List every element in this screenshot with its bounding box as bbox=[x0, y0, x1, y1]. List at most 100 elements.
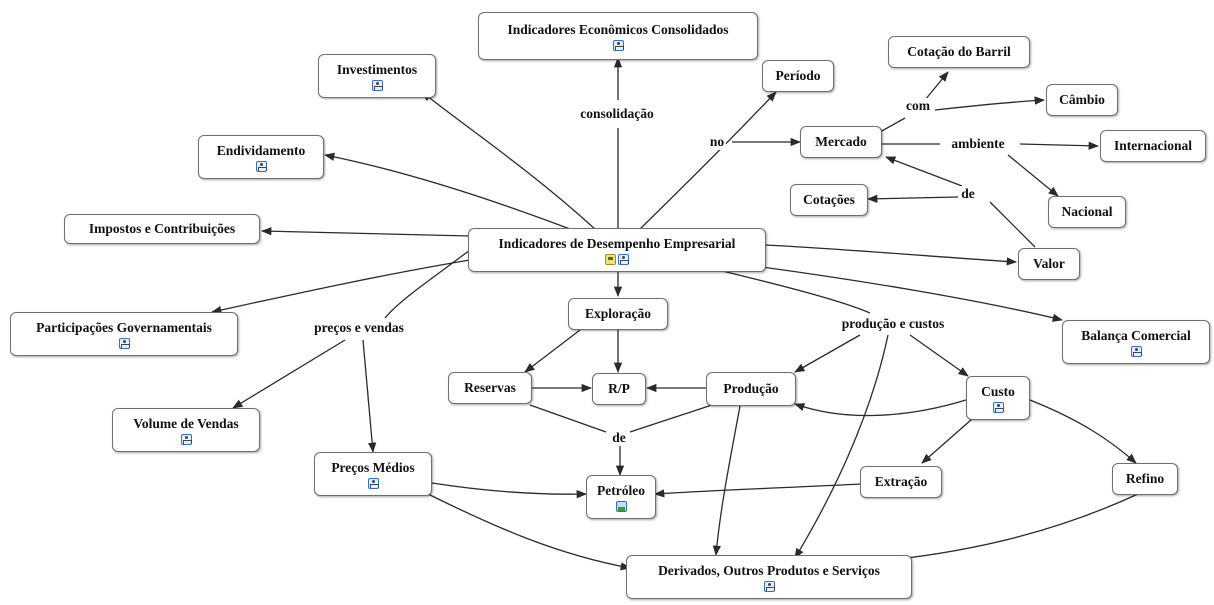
edge-com-cotacao bbox=[924, 71, 949, 101]
node-precos-medios[interactable]: Preços Médios bbox=[314, 452, 432, 496]
node-internacional[interactable]: Internacional bbox=[1100, 130, 1206, 162]
node-volume-vendas[interactable]: Volume de Vendas bbox=[112, 408, 260, 452]
node-label: Período bbox=[775, 68, 821, 83]
node-label: Produção bbox=[723, 381, 779, 396]
edge-exploracao-reservas bbox=[524, 329, 581, 373]
link-de-petroleo: de bbox=[610, 430, 628, 446]
node-label: Cotações bbox=[803, 192, 855, 207]
node-label: Preços Médios bbox=[331, 459, 415, 475]
node-periodo[interactable]: Período bbox=[762, 60, 834, 92]
node-label: Exploração bbox=[585, 306, 651, 321]
node-impostos[interactable]: Impostos e Contribuições bbox=[64, 214, 260, 244]
node-label: Valor bbox=[1033, 256, 1065, 271]
node-central[interactable]: Indicadores de Desempenho Empresarial bbox=[468, 228, 766, 272]
node-label: Volume de Vendas bbox=[133, 415, 239, 431]
node-rp[interactable]: R/P bbox=[592, 373, 646, 405]
edge-central-periodo bbox=[639, 91, 777, 230]
node-label: R/P bbox=[608, 381, 630, 396]
edge-mercado-com bbox=[879, 117, 906, 133]
node-petroleo[interactable]: Petróleo bbox=[586, 475, 656, 519]
node-indicadores-consolidados[interactable]: Indicadores Econômicos Consolidados bbox=[478, 12, 758, 60]
node-refino[interactable]: Refino bbox=[1112, 463, 1178, 495]
node-label: Internacional bbox=[1113, 138, 1192, 153]
edge-de-cotacoes bbox=[866, 194, 959, 203]
concept-map-resource-icon[interactable] bbox=[763, 580, 775, 592]
edge-custo-extracao bbox=[921, 411, 981, 464]
node-label: Derivados, Outros Produtos e Serviços bbox=[658, 562, 880, 578]
link-de-valor: de bbox=[959, 186, 977, 202]
node-label: Balança Comercial bbox=[1081, 327, 1191, 343]
node-label: Investimentos bbox=[336, 61, 418, 77]
node-participacoes[interactable]: Participações Governamentais bbox=[10, 312, 238, 356]
edge-ambiente-nacional bbox=[1007, 154, 1059, 197]
edge-custo-refino bbox=[1029, 399, 1137, 464]
node-label: Indicadores Econômicos Consolidados bbox=[507, 21, 729, 37]
concept-map-resource-icon[interactable] bbox=[118, 337, 130, 349]
node-label: Participações Governamentais bbox=[36, 319, 212, 335]
node-investimentos[interactable]: Investimentos bbox=[318, 54, 436, 98]
edge-ambiente-internacional bbox=[1019, 141, 1100, 150]
edge-prodcustos-custo bbox=[909, 334, 969, 377]
node-label: Câmbio bbox=[1059, 92, 1105, 107]
image-resource-icon[interactable] bbox=[615, 500, 627, 512]
concept-map-resource-icon[interactable] bbox=[180, 433, 192, 445]
link-producao-e-custos: produção e custos bbox=[839, 316, 947, 332]
node-derivados[interactable]: Derivados, Outros Produtos e Serviços bbox=[626, 555, 912, 599]
node-valor[interactable]: Valor bbox=[1018, 248, 1080, 280]
link-ambiente: ambiente bbox=[949, 136, 1007, 152]
edge-precosmedios-petroleo bbox=[431, 482, 588, 499]
link-no: no bbox=[707, 134, 727, 150]
document-resource-icon[interactable] bbox=[605, 253, 616, 265]
concept-map-resource-icon[interactable] bbox=[371, 79, 383, 91]
edge-central-impostos bbox=[260, 227, 471, 237]
edge-prodcustos-producao bbox=[794, 334, 861, 373]
node-cambio[interactable]: Câmbio bbox=[1046, 84, 1118, 116]
concept-map-resource-icon[interactable] bbox=[1130, 345, 1142, 357]
edge-central-participacoes bbox=[210, 259, 471, 315]
node-extracao[interactable]: Extração bbox=[860, 466, 942, 498]
node-mercado[interactable]: Mercado bbox=[800, 126, 882, 158]
concept-map-resource-icon[interactable] bbox=[255, 160, 267, 172]
link-precos-e-vendas: preços e vendas bbox=[312, 320, 406, 336]
concept-map-resource-icon[interactable] bbox=[612, 39, 624, 51]
edge-reservas-de bbox=[529, 404, 607, 433]
node-label: Endividamento bbox=[216, 142, 306, 158]
node-producao[interactable]: Produção bbox=[706, 372, 796, 406]
node-label: Impostos e Contribuições bbox=[88, 221, 236, 236]
node-balanca[interactable]: Balança Comercial bbox=[1062, 320, 1210, 364]
edge-com-cambio bbox=[934, 96, 1046, 111]
node-label: Indicadores de Desempenho Empresarial bbox=[498, 235, 736, 251]
edge-producao-derivados bbox=[712, 405, 741, 557]
concept-map-resource-icon[interactable] bbox=[992, 401, 1004, 413]
node-reservas[interactable]: Reservas bbox=[448, 372, 532, 404]
edge-central-producao-custos bbox=[709, 267, 871, 314]
edge-precosmedios-derivados bbox=[419, 489, 632, 571]
node-label: Cotação do Barril bbox=[907, 44, 1011, 59]
edge-central-endividamento bbox=[323, 152, 571, 230]
node-label: Custo bbox=[981, 383, 1015, 399]
node-custo[interactable]: Custo bbox=[966, 376, 1030, 420]
node-label: Nacional bbox=[1061, 204, 1113, 219]
edge-custo-producao bbox=[794, 399, 967, 417]
edge-valor-de bbox=[989, 201, 1036, 248]
edge-precos-volume bbox=[232, 339, 346, 409]
edge-refino-derivados bbox=[888, 493, 1139, 564]
node-nacional[interactable]: Nacional bbox=[1048, 196, 1126, 228]
node-cotacao-barril[interactable]: Cotação do Barril bbox=[888, 36, 1030, 68]
edge-producao-de bbox=[629, 404, 713, 433]
node-label: Refino bbox=[1125, 471, 1165, 486]
node-label: Extração bbox=[874, 474, 928, 489]
link-com: com bbox=[904, 98, 932, 114]
node-exploracao[interactable]: Exploração bbox=[568, 298, 668, 330]
edge-central-valor bbox=[765, 244, 1018, 266]
node-endividamento[interactable]: Endividamento bbox=[198, 135, 324, 179]
node-label: Petróleo bbox=[597, 482, 645, 498]
edge-central-investimentos bbox=[421, 91, 596, 230]
edge-de-mercado bbox=[885, 156, 963, 187]
concept-map-resource-icon[interactable] bbox=[618, 253, 629, 265]
concept-map-resource-icon[interactable] bbox=[367, 477, 379, 489]
edge-extracao-petroleo bbox=[653, 483, 863, 498]
node-cotacoes[interactable]: Cotações bbox=[790, 184, 868, 216]
